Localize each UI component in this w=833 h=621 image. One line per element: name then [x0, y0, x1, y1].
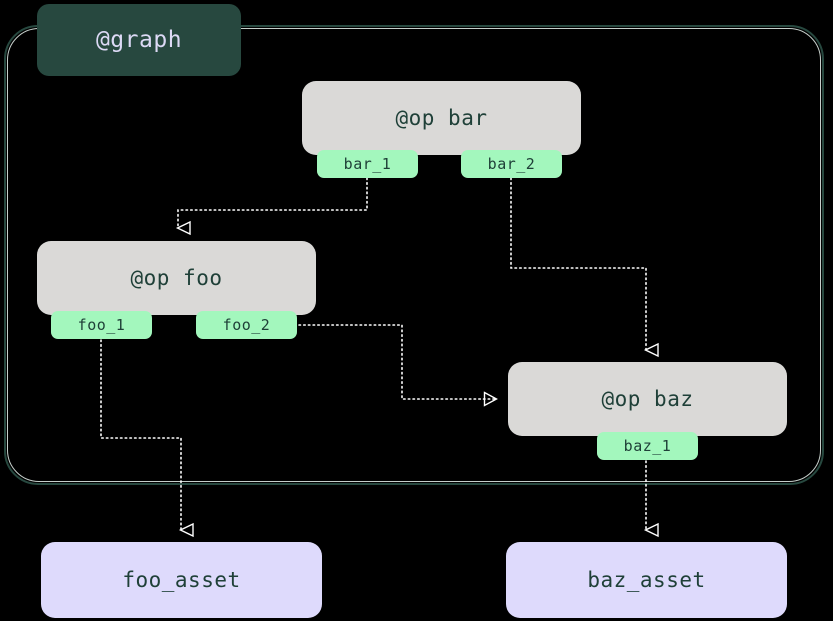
asset-node-foo-asset-label: foo_asset	[122, 568, 241, 592]
port-bar-1[interactable]: bar_1	[317, 150, 418, 178]
port-foo-1-label: foo_1	[77, 316, 126, 334]
asset-node-baz-asset[interactable]: baz_asset	[506, 542, 787, 618]
op-node-bar-label: @op bar	[395, 106, 488, 130]
op-node-baz-label: @op baz	[601, 387, 694, 411]
op-node-baz[interactable]: @op baz	[508, 362, 787, 436]
port-bar-2-label: bar_2	[487, 155, 536, 173]
op-node-bar[interactable]: @op bar	[302, 81, 581, 155]
subgraph-title-graph[interactable]: @graph	[37, 4, 241, 76]
subgraph-title-label: @graph	[95, 27, 183, 53]
port-foo-2[interactable]: foo_2	[196, 311, 297, 339]
op-node-foo[interactable]: @op foo	[37, 241, 316, 315]
subgraph-boundary	[4, 25, 824, 485]
op-node-foo-label: @op foo	[130, 266, 223, 290]
port-bar-2[interactable]: bar_2	[461, 150, 562, 178]
port-baz-1-label: baz_1	[623, 437, 672, 455]
port-foo-1[interactable]: foo_1	[51, 311, 152, 339]
port-bar-1-label: bar_1	[343, 155, 392, 173]
asset-node-baz-asset-label: baz_asset	[587, 568, 706, 592]
port-baz-1[interactable]: baz_1	[597, 432, 698, 460]
subgraph-boundary-highlight	[7, 28, 821, 482]
asset-node-foo-asset[interactable]: foo_asset	[41, 542, 322, 618]
port-foo-2-label: foo_2	[222, 316, 271, 334]
